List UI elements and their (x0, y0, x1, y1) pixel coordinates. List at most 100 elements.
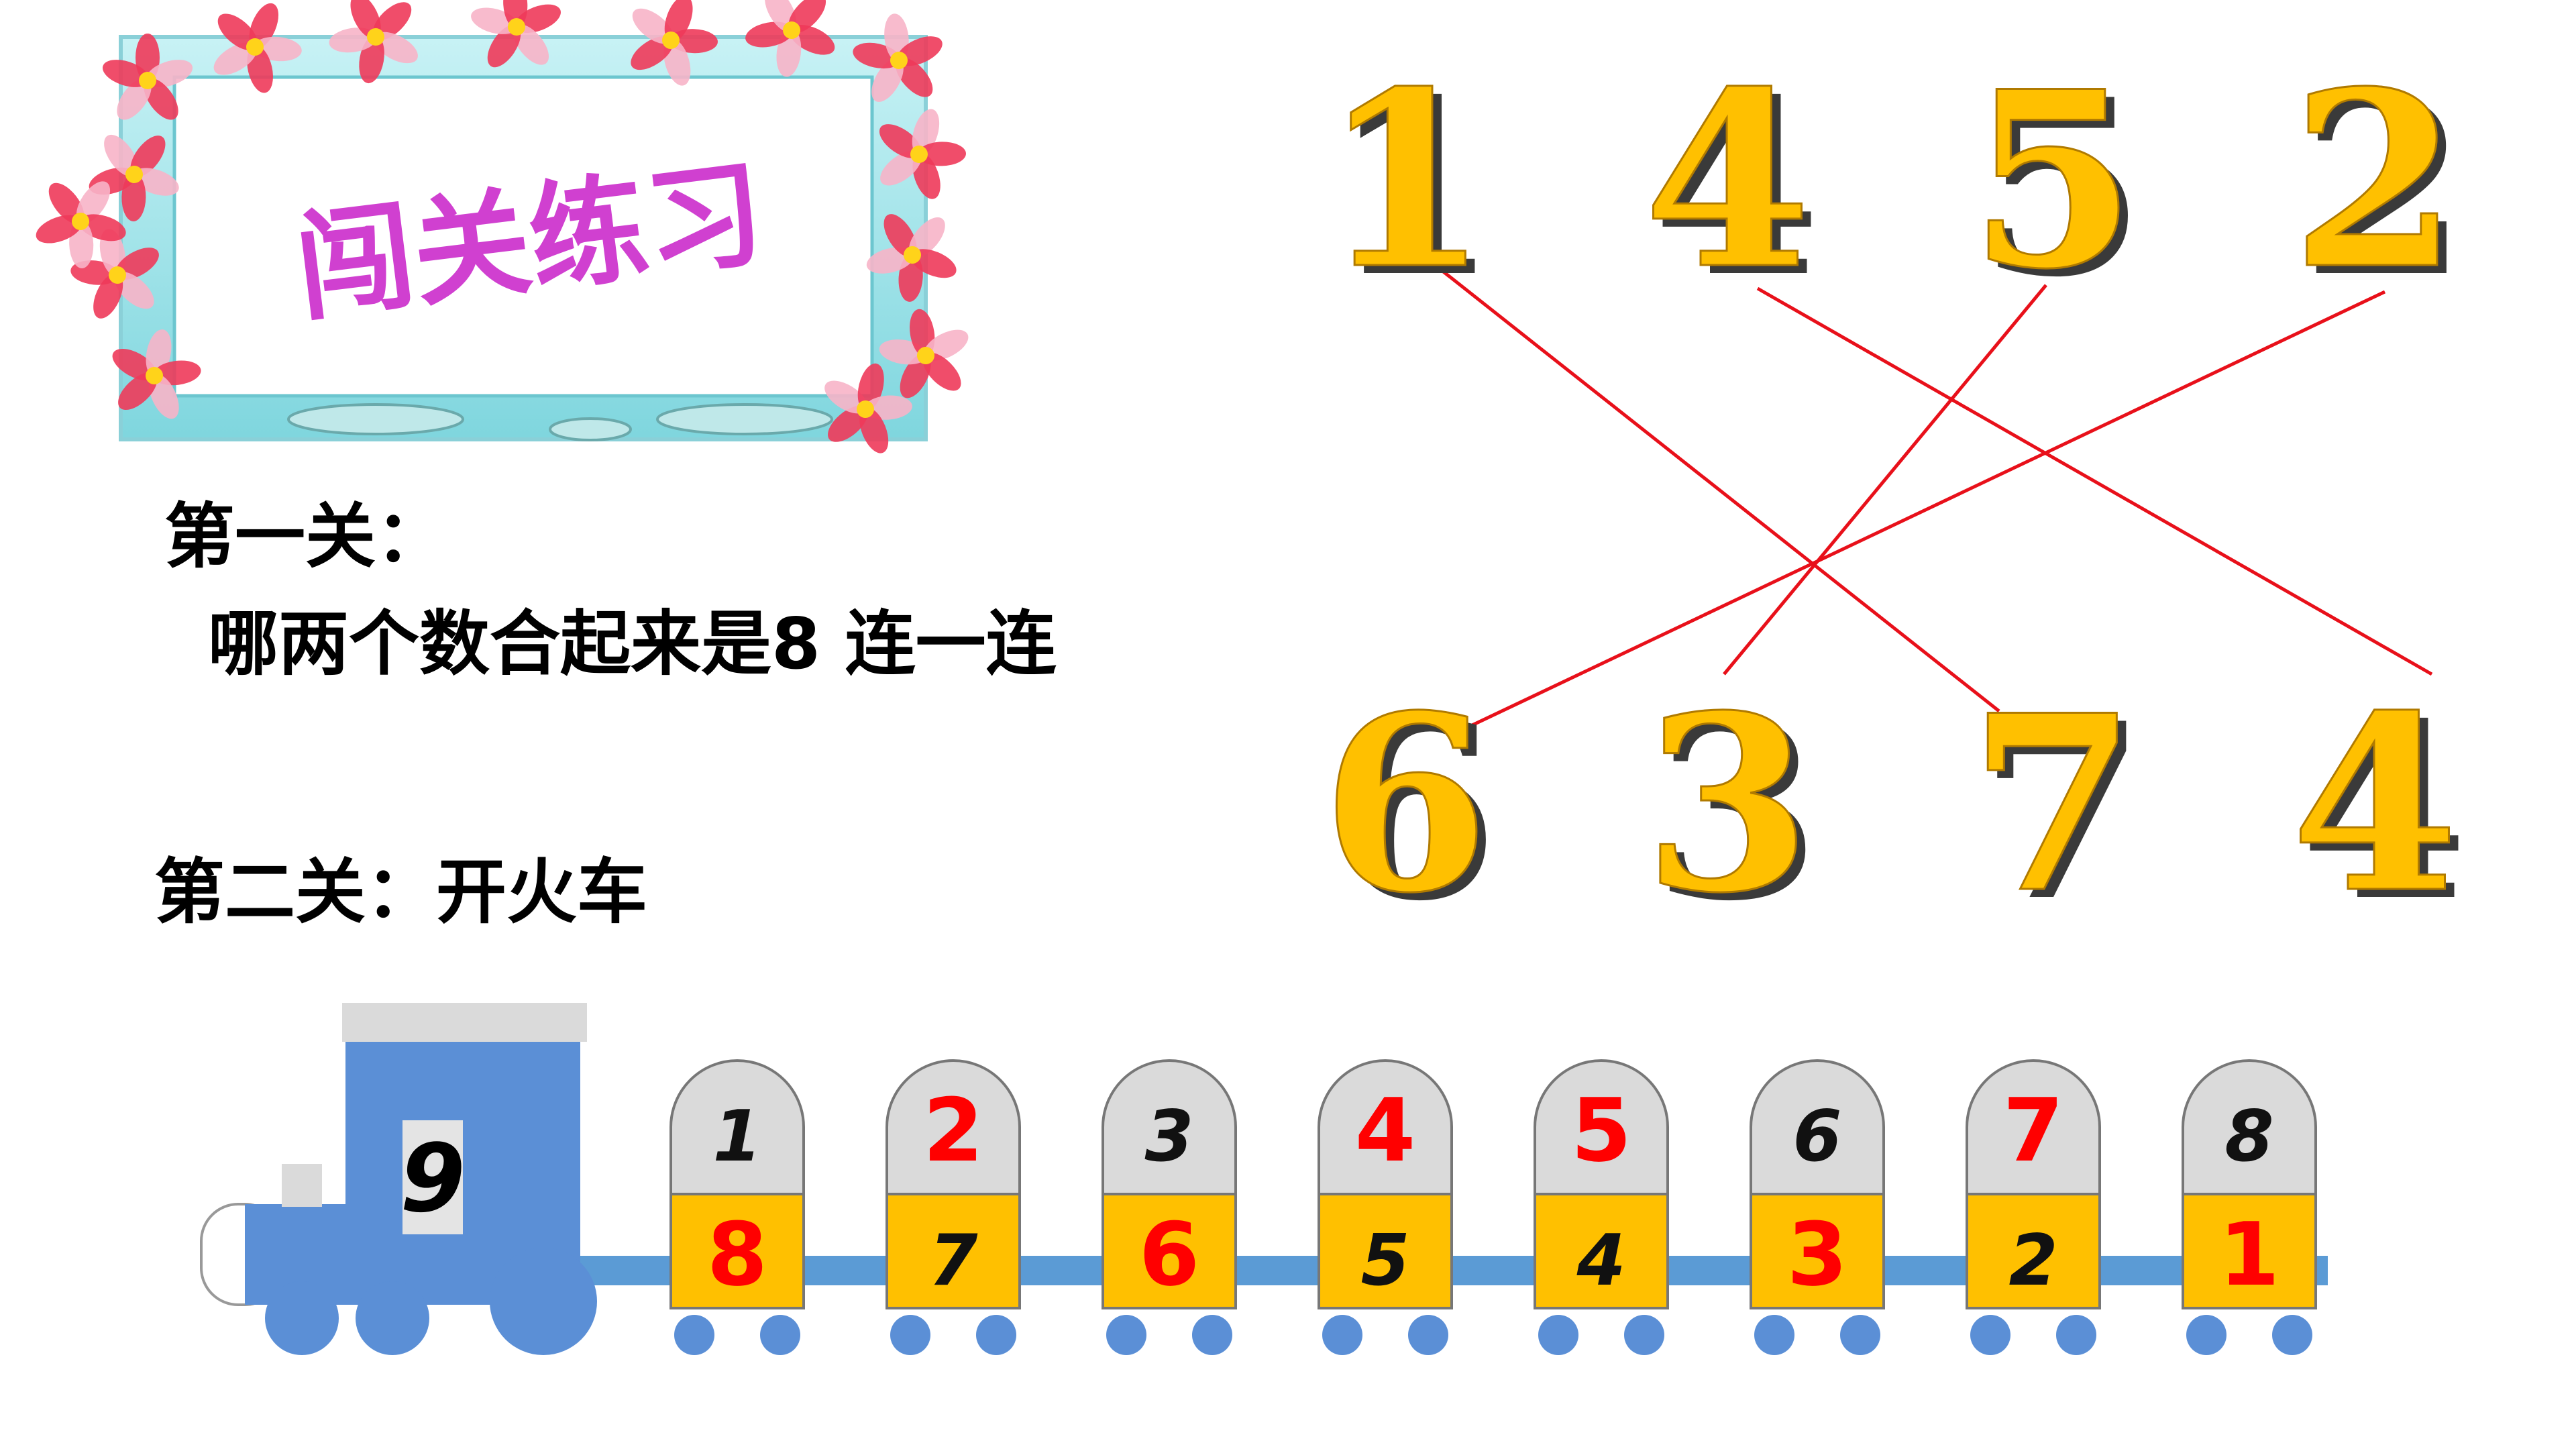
car-top-number: 7 (2003, 1079, 2063, 1181)
car-wheel (976, 1315, 1016, 1355)
banner-bottom-ornament (656, 403, 833, 435)
svg-text:3: 3 (1653, 670, 1821, 954)
car-dome (1318, 1059, 1453, 1195)
flower-icon (329, 0, 418, 84)
level1-label: 第一关： (164, 496, 447, 578)
car-wheel (1408, 1315, 1448, 1355)
flower-icon (213, 3, 302, 93)
car-bottom-number: 2 (2008, 1220, 2057, 1301)
flower-icon (102, 34, 193, 120)
banner-inner (172, 75, 874, 398)
connection-line (1723, 284, 2047, 676)
car-top-number: 2 (923, 1079, 983, 1181)
car-wheel (2186, 1315, 2226, 1355)
train-car-4: 45 (1318, 1059, 1453, 1355)
flower-icon (824, 363, 912, 453)
car-wheel (2056, 1315, 2096, 1355)
top-number-1: 11 (1320, 38, 1499, 331)
car-dome (1966, 1059, 2101, 1195)
connection-line (1451, 290, 2386, 737)
car-bottom-number: 8 (707, 1203, 767, 1305)
banner: 闯关练习 (36, 0, 969, 453)
car-wheel (890, 1315, 930, 1355)
car-body (885, 1193, 1021, 1309)
bottom-number-2: 33 (1642, 661, 1821, 955)
svg-text:7: 7 (1978, 670, 2147, 954)
car-bottom-number: 7 (928, 1220, 977, 1301)
engine-wheel (356, 1281, 429, 1355)
level1-instruction: 哪两个数合起来是8 连一连 (208, 603, 1057, 685)
car-body (669, 1193, 805, 1309)
car-top-number: 1 (712, 1095, 761, 1177)
car-dome (669, 1059, 805, 1195)
flower-decorations (36, 0, 969, 453)
svg-text:6: 6 (1331, 670, 1499, 954)
connection-lines (1421, 254, 2433, 737)
car-body (1318, 1193, 1453, 1309)
train-car-2: 27 (885, 1059, 1021, 1355)
flower-icon (471, 0, 561, 68)
number-digit: 4 (1644, 38, 1812, 322)
number-digit: 4 (2291, 662, 2459, 946)
engine-roof (342, 1003, 587, 1042)
engine-number: 9 (400, 1124, 465, 1234)
level2-label: 第二关：开火车 (154, 851, 648, 933)
car-bottom-number: 4 (1576, 1220, 1625, 1301)
car-bottom-number: 6 (1139, 1203, 1199, 1305)
train-car-6: 63 (1750, 1059, 1885, 1355)
flower-icon (866, 214, 957, 302)
train-car-8: 81 (2182, 1059, 2317, 1355)
top-number-4: 22 (2290, 38, 2468, 331)
train-car-7: 72 (1966, 1059, 2101, 1355)
car-wheel (674, 1315, 714, 1355)
car-body (1534, 1193, 1669, 1309)
flower-icon (631, 0, 718, 86)
connection-line (1756, 286, 2433, 676)
banner-bottom-ornament (287, 403, 464, 435)
train-car-1: 18 (669, 1059, 805, 1355)
train-engine: 9 (200, 1003, 597, 1355)
car-wheel (760, 1315, 800, 1355)
flower-icon (853, 13, 943, 102)
car-wheel (2272, 1315, 2312, 1355)
number-digit: 5 (1969, 38, 2137, 322)
car-body (1750, 1193, 1885, 1309)
car-top-number: 8 (2224, 1095, 2273, 1177)
number-digit: 7 (1969, 662, 2137, 946)
banner-bottom-ornament (549, 417, 632, 441)
engine-wheel (490, 1248, 597, 1355)
engine-chimney (282, 1164, 322, 1207)
car-body (1102, 1193, 1237, 1309)
engine-number-plate (402, 1120, 463, 1234)
car-top-number: 4 (1355, 1079, 1415, 1181)
car-bottom-number: 1 (2219, 1203, 2279, 1305)
top-number-2: 44 (1642, 38, 1821, 331)
number-digit: 2 (2291, 38, 2459, 322)
flower-icon (36, 181, 126, 268)
car-dome (2182, 1059, 2317, 1195)
car-dome (1102, 1059, 1237, 1195)
car-dome (885, 1059, 1021, 1195)
svg-text:4: 4 (1653, 46, 1821, 330)
car-wheel (1754, 1315, 1794, 1355)
bottom-number-1: 66 (1320, 661, 1499, 955)
svg-text:4: 4 (2300, 670, 2469, 954)
car-body (2182, 1193, 2317, 1309)
car-wheel (1538, 1315, 1578, 1355)
car-bottom-number: 3 (1787, 1203, 1847, 1305)
svg-text:5: 5 (1978, 46, 2147, 330)
flower-icon (745, 0, 835, 77)
car-top-number: 5 (1571, 1079, 1631, 1181)
svg-text:1: 1 (1331, 46, 1499, 330)
connection-line (1421, 254, 2000, 712)
car-wheel (1192, 1315, 1232, 1355)
car-top-number: 3 (1144, 1095, 1193, 1177)
number-digit: 1 (1322, 38, 1490, 322)
number-digit: 6 (1322, 662, 1490, 946)
bottom-number-4: 44 (2290, 661, 2469, 955)
car-body (1966, 1193, 2101, 1309)
